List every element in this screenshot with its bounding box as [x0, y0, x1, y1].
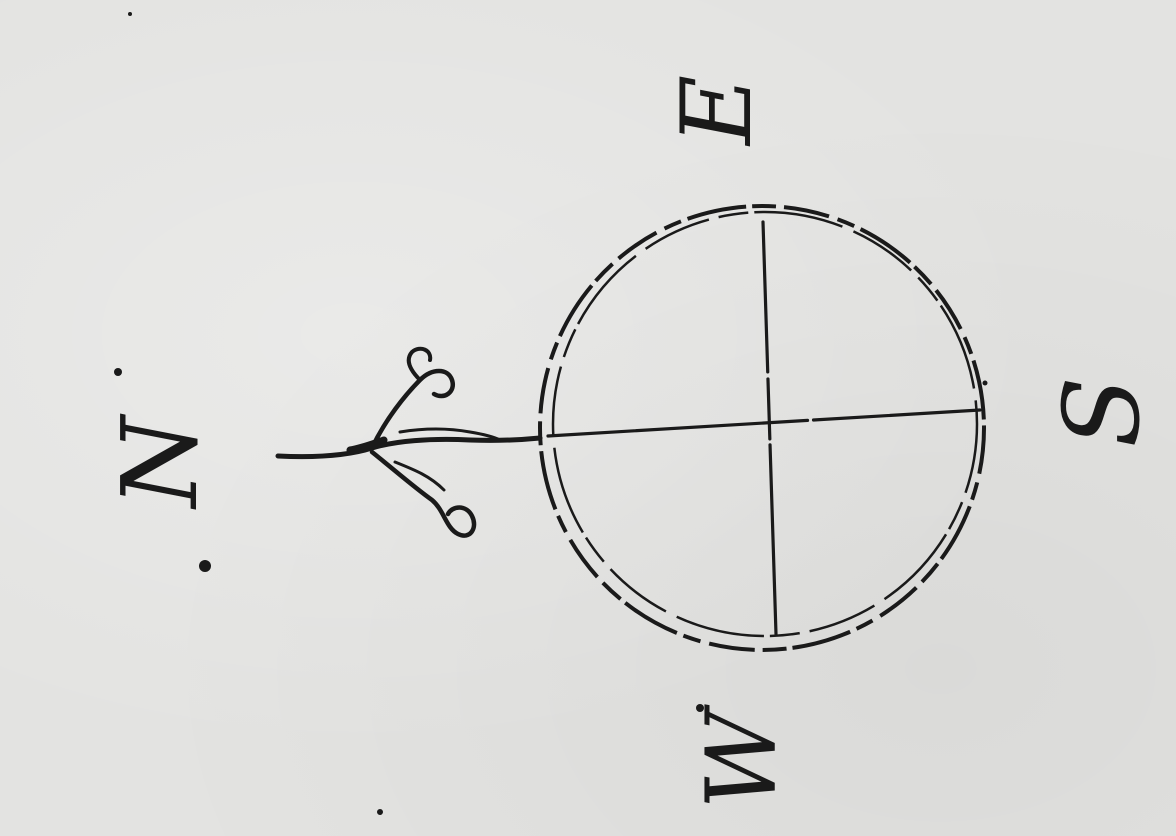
label-bottom: W: [686, 703, 798, 809]
inner-circle: [551, 210, 979, 638]
compass-cross: [546, 220, 982, 636]
outer-circle: [538, 204, 986, 652]
label-top: E: [661, 75, 773, 147]
label-right: S: [1041, 376, 1163, 447]
fleur-de-lis-icon: [275, 346, 543, 538]
horizontal-axis-line: [546, 408, 982, 438]
label-left: N: [99, 414, 221, 511]
ink-specks: [114, 12, 988, 815]
vertical-axis-line: [761, 220, 778, 636]
compass-ring: [538, 204, 986, 652]
